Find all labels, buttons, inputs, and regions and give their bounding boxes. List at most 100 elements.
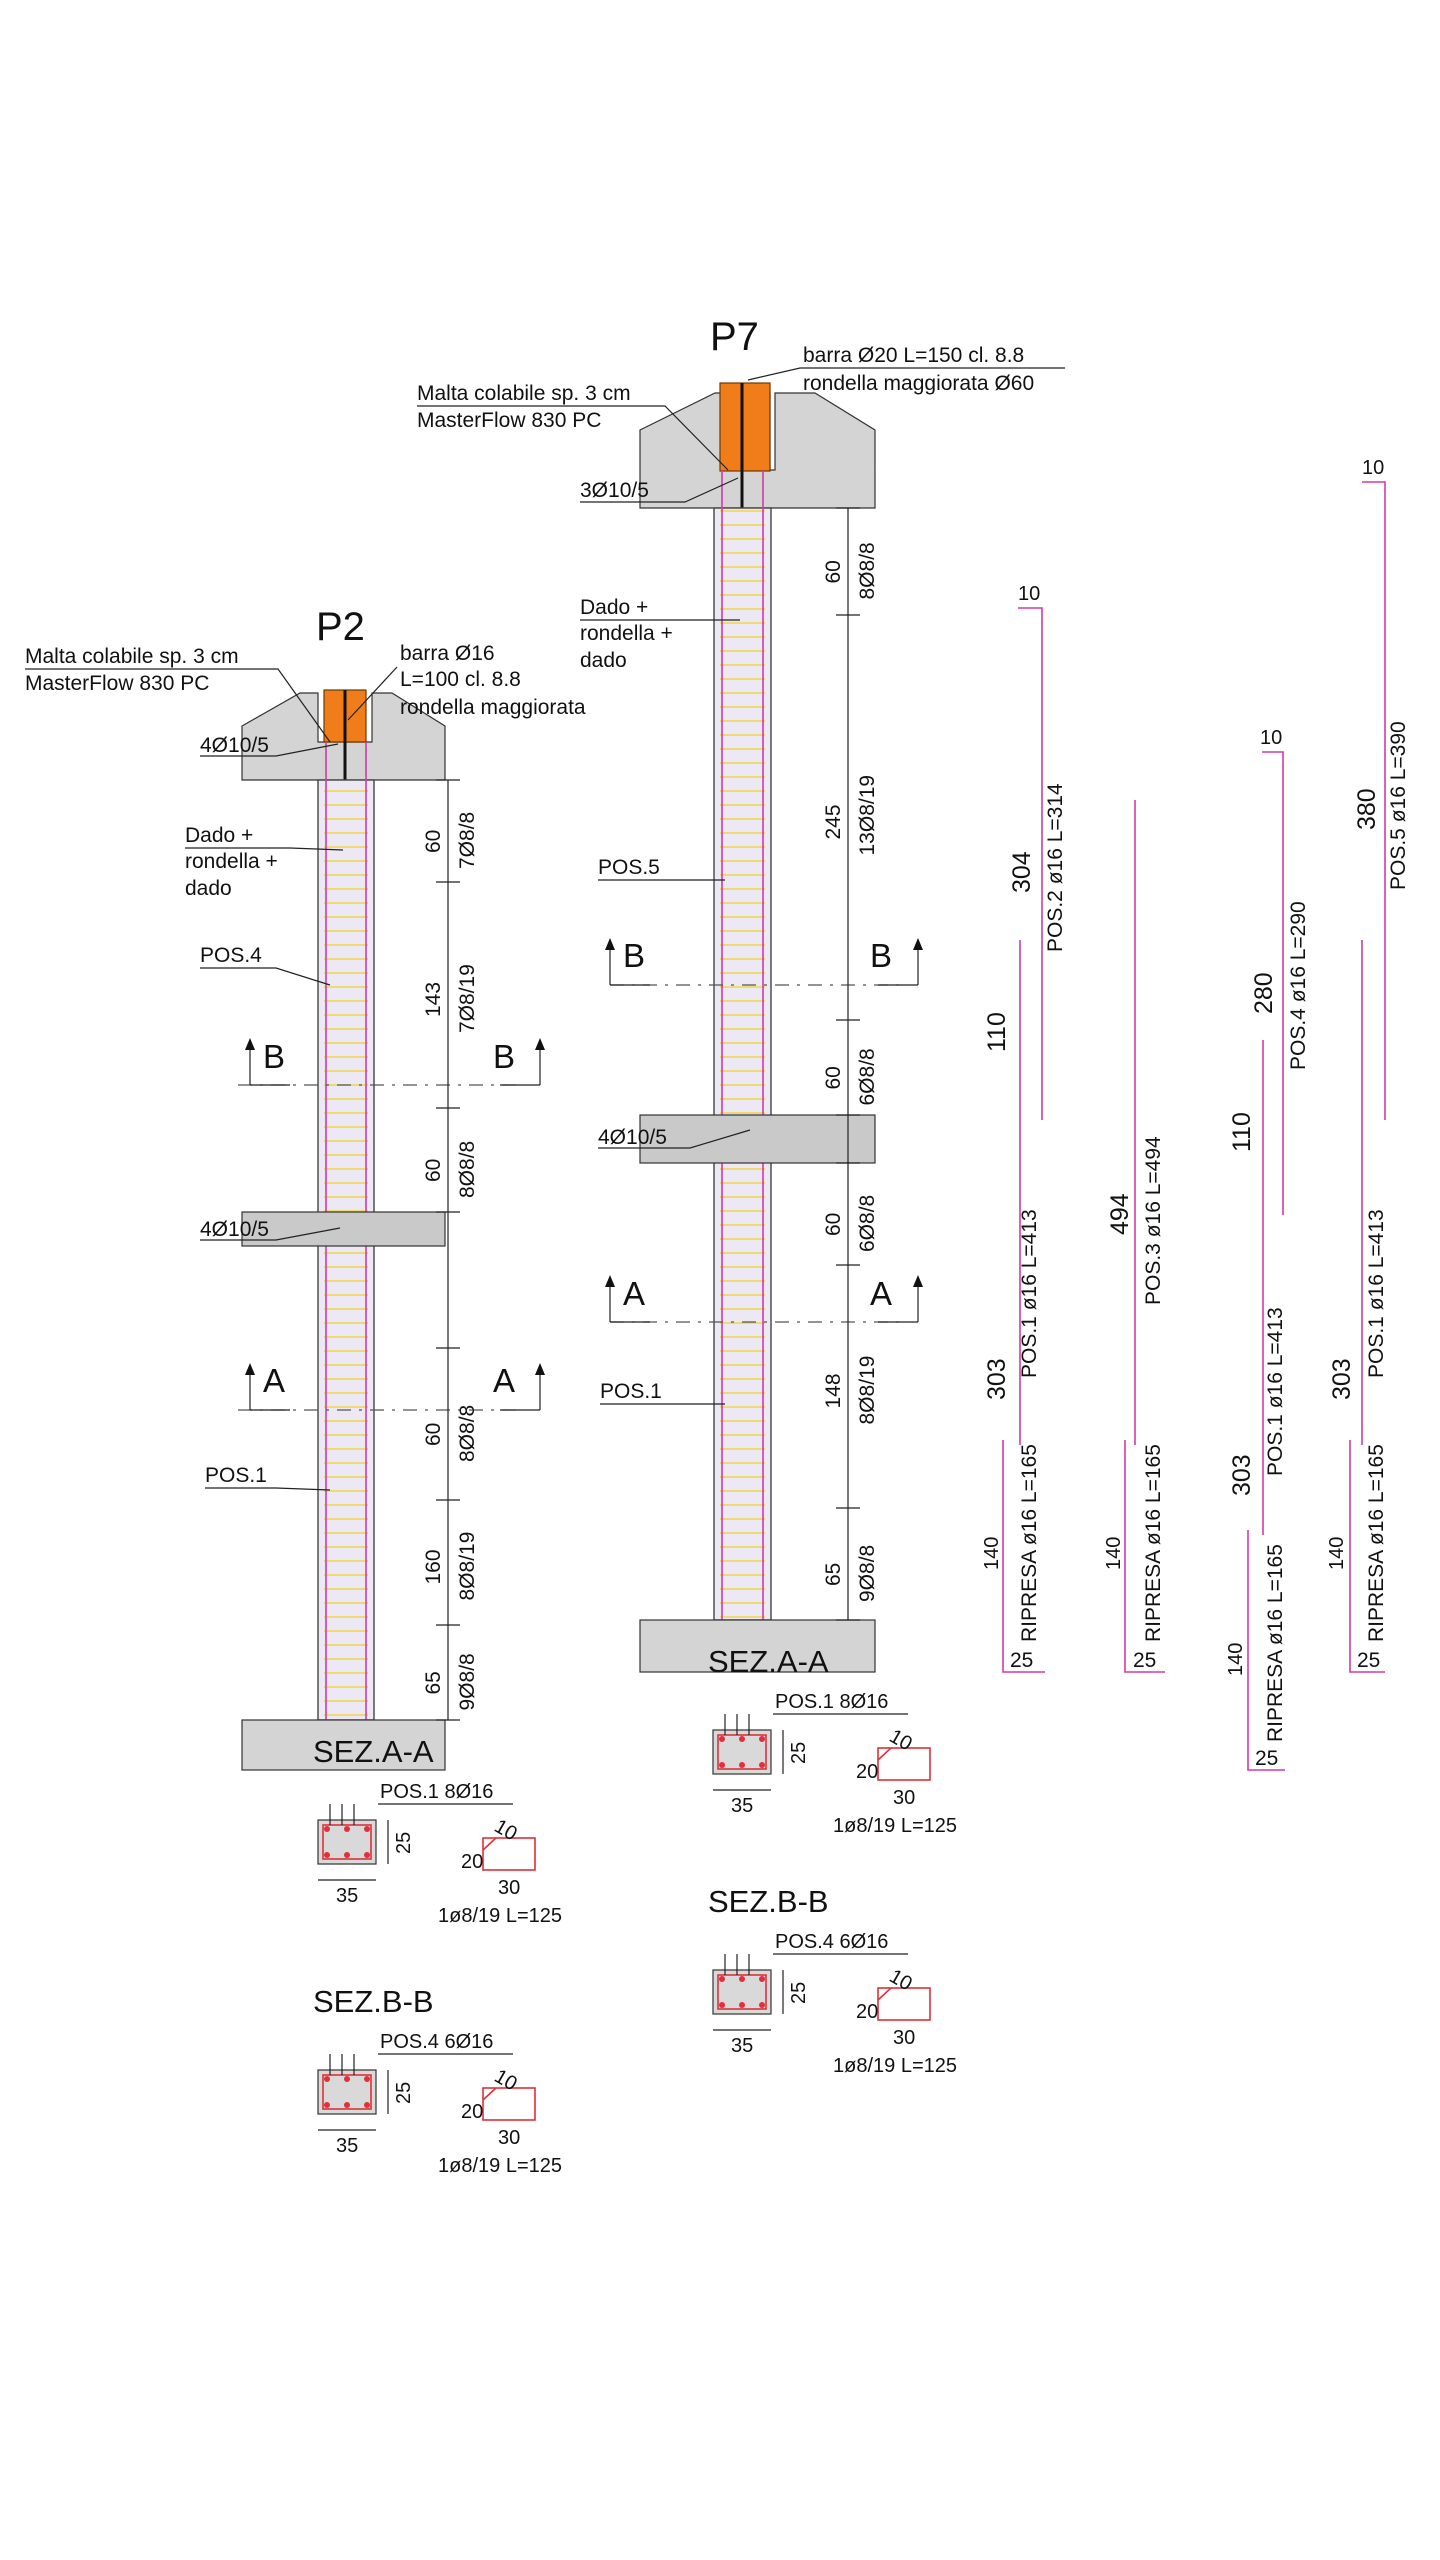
g3-pos4-hook: 10 <box>1260 727 1282 749</box>
p2-sez-aa-stirrup-hook-len: 10 <box>491 1815 521 1845</box>
p2-sez-aa-title: SEZ.A-A <box>313 1734 434 1769</box>
g1-pos1-label: POS.1 ø16 L=413 <box>1018 1209 1041 1378</box>
p7-sez-bb-rebar-dot <box>719 2002 725 2008</box>
p2-section-b-left-label: B <box>263 1038 285 1075</box>
g1-ripresa-len: 140 <box>981 1537 1003 1570</box>
schedule-group-4: RIPRESA ø16 L=165 25 140 POS.1 ø16 L=413… <box>1326 457 1410 1673</box>
column-p7-elevation: P7 Malta colabile sp. 3 cm MasterFlow 83… <box>417 315 1065 1673</box>
p7-sez-bb-rebar-dot <box>739 1976 745 1982</box>
p2-dim-bars: 7Ø8/19 <box>456 964 479 1033</box>
p2-barra-leader <box>347 666 398 721</box>
p7-dim-bars: 6Ø8/8 <box>856 1195 879 1252</box>
p7-sez-bb-rebar-dot <box>719 1976 725 1982</box>
p7-mid-slab <box>639 1114 876 1164</box>
p2-malta-line1: Malta colabile sp. 3 cm <box>25 645 239 668</box>
p2-sez-bb-rebar-dot <box>344 2076 350 2082</box>
p2-sez-aa-rebar-dot <box>364 1852 370 1858</box>
p2-dado-line3: dado <box>185 877 232 900</box>
g2-pos3-label: POS.3 ø16 L=494 <box>1142 1136 1165 1305</box>
p7-sez-bb-stirrup-hook-len: 10 <box>886 1965 916 1995</box>
p2-barra-line1: barra Ø16 <box>400 642 495 665</box>
p7-sez-bb-pos: POS.4 6Ø16 <box>775 1931 888 1953</box>
p7-sez-bb-stirrup-height: 20 <box>856 2001 878 2023</box>
g2-ripresa-len: 140 <box>1103 1537 1125 1570</box>
g1-ripresa-bar <box>1002 1440 1045 1673</box>
g2-pos3-len: 494 <box>1106 1193 1134 1235</box>
g3-ripresa-label: RIPRESA ø16 L=165 <box>1264 1544 1287 1742</box>
p2-malta-line2: MasterFlow 830 PC <box>25 672 209 695</box>
p2-dim-bars: 9Ø8/8 <box>456 1653 479 1710</box>
p7-sez-aa-title: SEZ.A-A <box>708 1644 829 1679</box>
p2-dado-leader <box>185 847 344 851</box>
g4-ripresa-label: RIPRESA ø16 L=165 <box>1365 1444 1388 1642</box>
p2-sez-bb-rebar-dot <box>324 2102 330 2108</box>
p7-barra-line2: rondella maggiorata Ø60 <box>803 372 1034 395</box>
p7-top-rebar-leader <box>580 477 739 503</box>
p2-sez-bb-width: 35 <box>336 2135 358 2157</box>
p7-sez-bb-title: SEZ.B-B <box>708 1884 829 1919</box>
p2-sez-bb-rebar-dot <box>364 2076 370 2082</box>
g1-ripresa-hook: 25 <box>1010 1649 1033 1672</box>
p2-sez-bb-stirrup-hook-len: 10 <box>491 2065 521 2095</box>
p7-section-a-left-label: A <box>623 1275 645 1312</box>
p7-sez-bb-width: 35 <box>731 2035 753 2057</box>
g2-ripresa-bar <box>1124 1440 1165 1673</box>
g1-pos1-len: 303 <box>983 1358 1011 1400</box>
p7-sez-aa-rebar-dot <box>719 1736 725 1742</box>
p7-malta-leader <box>417 405 729 471</box>
p2-pos1-leader <box>205 1487 331 1491</box>
p2-sez-bb-stirrup <box>322 2074 372 2110</box>
p7-malta-line2: MasterFlow 830 PC <box>417 409 601 432</box>
p2-sez-aa-stirrup <box>322 1824 372 1860</box>
p2-section-a-left-label: A <box>263 1362 285 1399</box>
p7-sez-aa-stirrup-height: 20 <box>856 1761 878 1783</box>
p2-sez-aa-rebar-dot <box>344 1826 350 1832</box>
p7-sez-aa-rebar-dot <box>739 1736 745 1742</box>
p2-top-rebar-leader <box>200 743 339 757</box>
p2-pos1: POS.1 <box>205 1464 267 1487</box>
g1-ripresa-label: RIPRESA ø16 L=165 <box>1018 1444 1041 1642</box>
p2-sez-bb-pos: POS.4 6Ø16 <box>380 2031 493 2053</box>
g3-pos1-len: 303 <box>1228 1454 1256 1496</box>
p2-pos4: POS.4 <box>200 944 262 967</box>
p7-sez-bb-rebar-dot <box>759 2002 765 2008</box>
p2-barra-line3: rondella maggiorata <box>400 696 586 719</box>
p7-sez-bb-rebar-dot <box>759 1976 765 1982</box>
p7-dado-line1: Dado + <box>580 596 648 619</box>
p7-dim-length: 65 <box>822 1563 845 1586</box>
p2-stirrups <box>324 780 368 1720</box>
g3-pos4-len: 280 <box>1250 972 1278 1014</box>
g1-pos2-hook: 10 <box>1018 583 1040 605</box>
g4-ripresa-len: 140 <box>1326 1537 1348 1570</box>
p2-sez-bb-stirrup-shape <box>482 2087 536 2121</box>
p2-sez-aa-stirrup-spec: 1ø8/19 L=125 <box>438 1905 562 1927</box>
p7-sez-aa-stirrup-spec: 1ø8/19 L=125 <box>833 1815 957 1837</box>
p7-dim-bars: 9Ø8/8 <box>856 1545 879 1602</box>
p7-mid-rebar: 4Ø10/5 <box>598 1126 667 1149</box>
p2-sez-aa-rebar-dot <box>324 1852 330 1858</box>
g4-pos5-hook: 10 <box>1362 457 1384 479</box>
p2-sez-aa-rebar-dot <box>324 1826 330 1832</box>
p7-section-b-right-label: B <box>870 937 892 974</box>
bar-schedules: RIPRESA ø16 L=165 25 140 POS.1 ø16 L=413… <box>981 457 1410 1771</box>
p2-dim-bars: 8Ø8/19 <box>456 1532 479 1601</box>
g3-pos1-label: POS.1 ø16 L=413 <box>1264 1307 1287 1476</box>
p7-pos1: POS.1 <box>600 1380 662 1403</box>
p7-sez-aa-width: 35 <box>731 1795 753 1817</box>
g1-pos2-len: 304 <box>1008 851 1036 893</box>
p2-foundation <box>241 1719 446 1771</box>
g3-ripresa-hook: 25 <box>1255 1747 1278 1770</box>
p2-dim-length: 160 <box>422 1549 445 1584</box>
p2-dim-length: 60 <box>422 830 445 853</box>
p2-section-b-right-arrowhead <box>535 1038 545 1050</box>
schedule-group-3: RIPRESA ø16 L=165 25 140 POS.1 ø16 L=413… <box>1225 727 1310 1771</box>
p7-section-b-left-arrowhead <box>605 938 615 950</box>
p7-mid-rebar-leader <box>598 1129 751 1149</box>
p2-pos4-leader <box>200 967 331 986</box>
p7-sez-aa-rebar-dot <box>739 1762 745 1768</box>
p7-dado-line3: dado <box>580 649 627 672</box>
